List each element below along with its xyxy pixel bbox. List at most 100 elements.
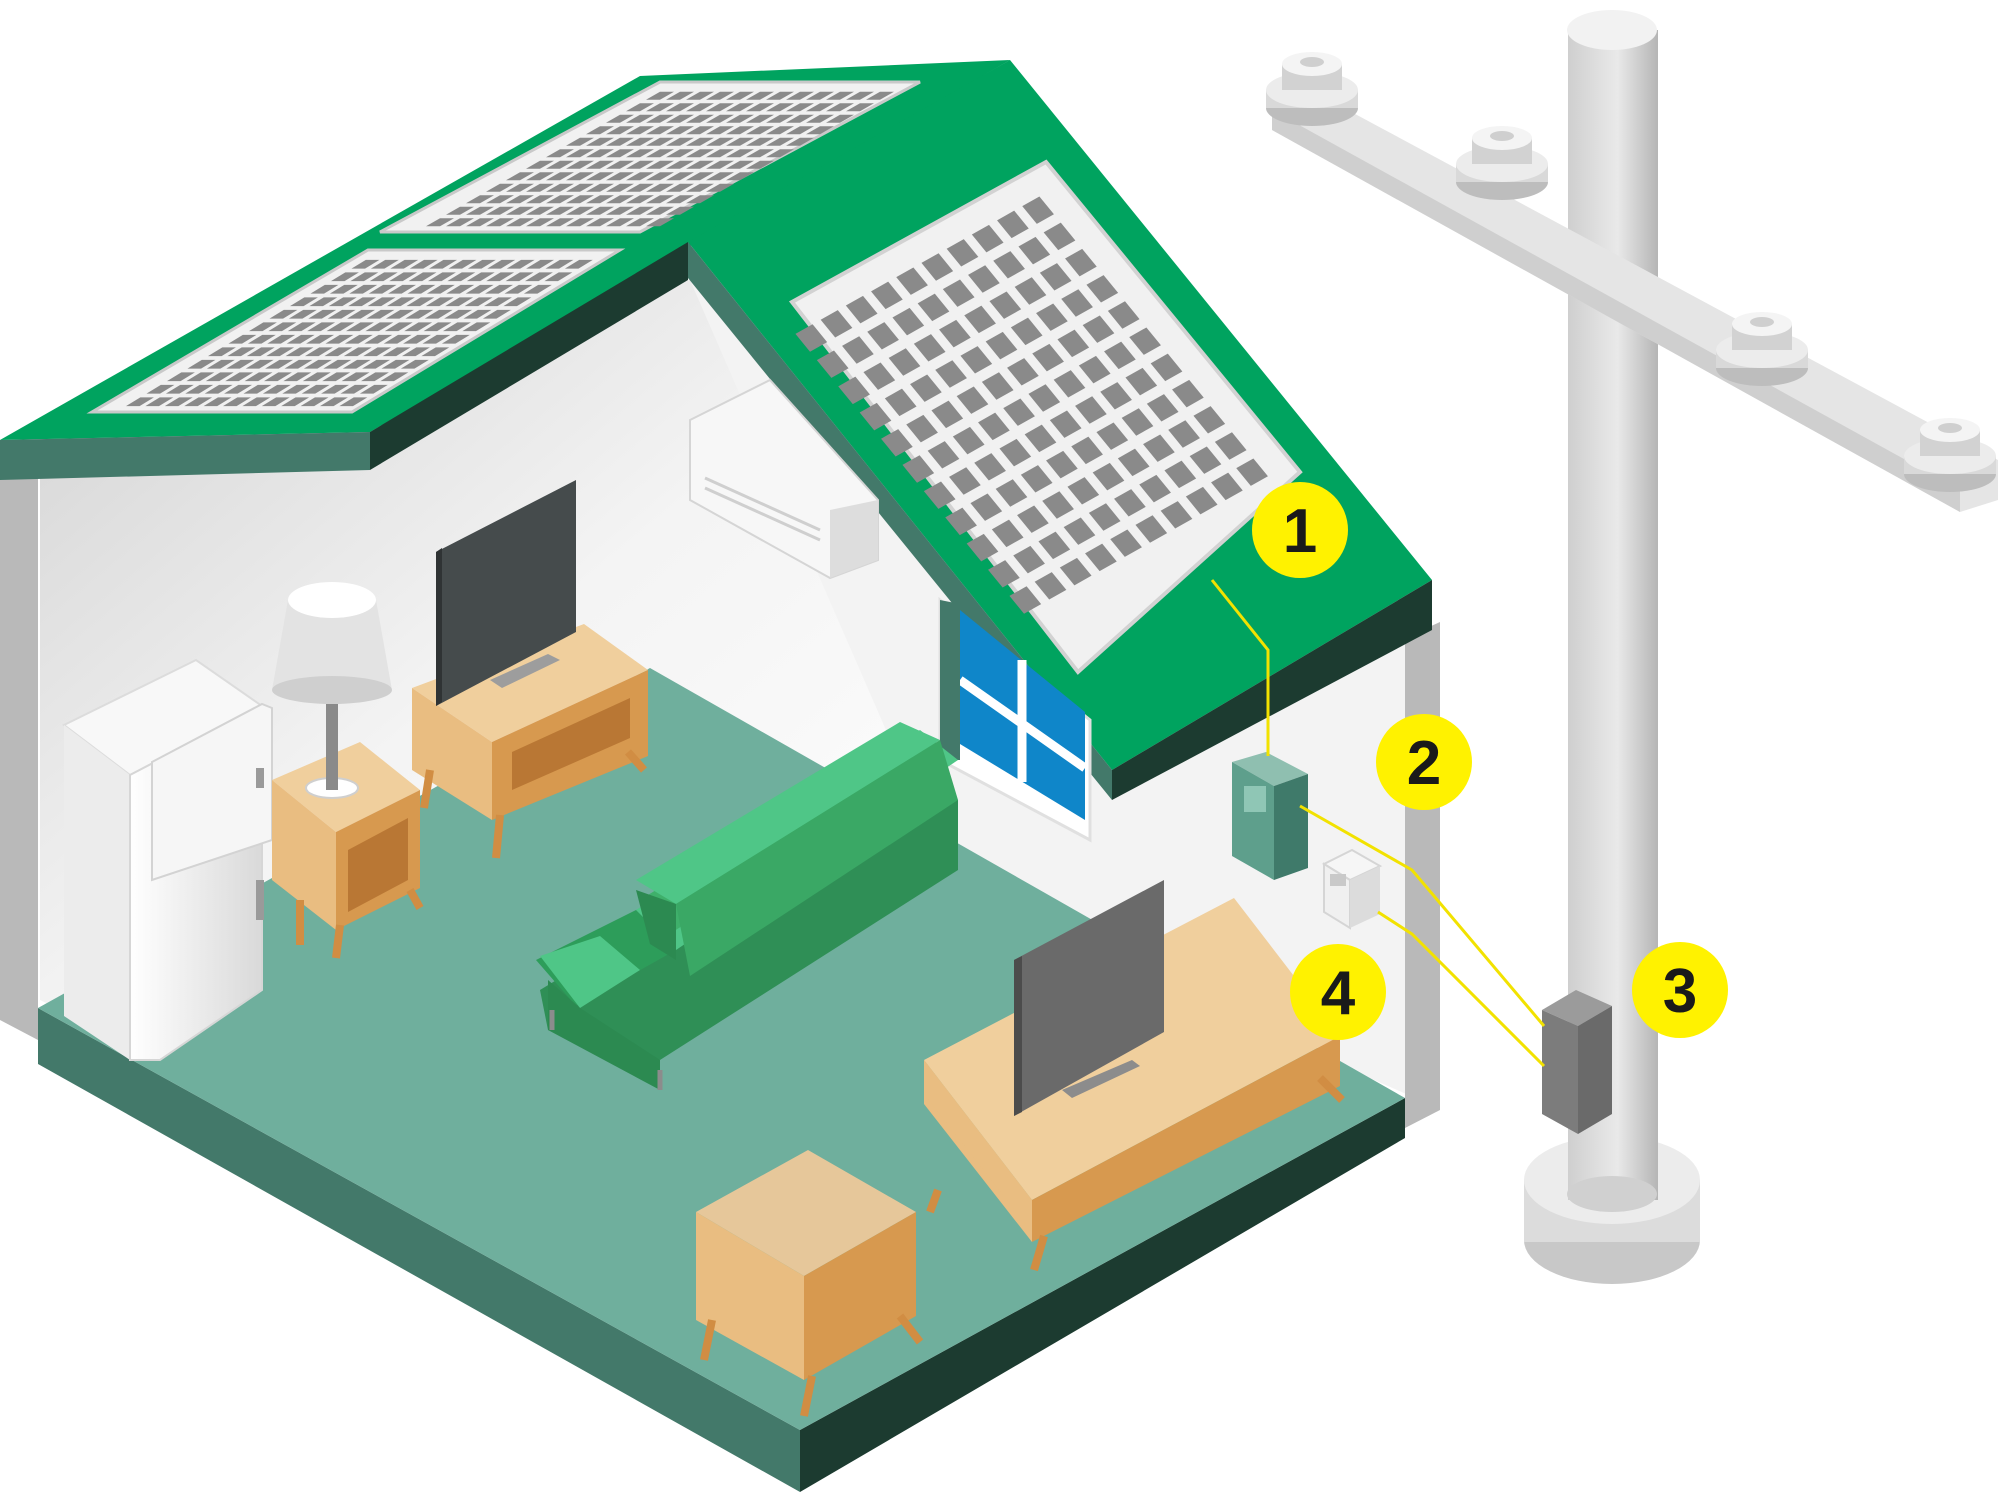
solar-cell (970, 493, 1003, 521)
solar-cell (368, 284, 397, 294)
solar-cell (203, 397, 232, 407)
solar-cell (424, 309, 453, 319)
solar-cell (1075, 396, 1107, 424)
solar-cell (1034, 572, 1067, 600)
solar-panel-cells-left (125, 91, 894, 407)
solar-cell (1107, 301, 1140, 329)
solar-cell (282, 384, 311, 394)
solar-cell (486, 206, 514, 215)
solar-cell (726, 160, 754, 169)
solar-cell (441, 334, 470, 344)
solar-cell (363, 347, 392, 357)
solar-cell (467, 259, 496, 269)
solar-cell (243, 384, 272, 394)
solar-cell (268, 322, 297, 332)
solar-cell (646, 183, 674, 192)
solar-cell (384, 322, 413, 332)
insulator (1456, 126, 1548, 200)
solar-cell (949, 467, 981, 495)
solar-cell (526, 183, 554, 192)
solar-cell (626, 103, 654, 112)
solar-cell (746, 137, 774, 146)
solar-cell (686, 149, 714, 158)
solar-cell (806, 103, 834, 112)
solar-cell (566, 160, 594, 169)
solar-cell (786, 137, 814, 146)
solar-cell (505, 272, 534, 282)
solar-cell (766, 137, 794, 146)
solar-cell (446, 206, 474, 215)
solar-cell (546, 206, 574, 215)
solar-cell (319, 397, 348, 407)
solar-cell (383, 334, 412, 344)
solar-cell (546, 183, 574, 192)
solar-cell (971, 224, 1004, 253)
solar-cell (1150, 353, 1183, 382)
solar-cell (466, 195, 494, 204)
solar-cell (187, 359, 216, 369)
solar-cell (859, 402, 892, 431)
solar-cell (1082, 315, 1115, 343)
solar-cell (486, 195, 514, 204)
wire-inverter-to-pole (1299, 804, 1546, 1027)
insulator (1904, 418, 1996, 492)
solar-cell (462, 322, 491, 332)
solar-cell (1117, 448, 1150, 477)
callout-2: 2 (1376, 714, 1472, 810)
solar-cell (262, 384, 291, 394)
solar-cell (902, 455, 935, 483)
solar-cell (726, 114, 754, 123)
solar-cell (322, 372, 351, 382)
solar-cell (666, 91, 694, 100)
sofa (536, 722, 958, 1090)
solar-cell (407, 284, 436, 294)
solar-cell (204, 384, 233, 394)
solar-cell (960, 346, 993, 374)
solar-cell (351, 259, 380, 269)
solar-cell (991, 519, 1024, 548)
solar-cell (666, 160, 694, 169)
solar-cell (686, 126, 714, 135)
solar-cell (1053, 370, 1086, 398)
solar-cell (466, 206, 494, 215)
solar-cell (746, 126, 774, 135)
solar-cell (786, 126, 814, 135)
solar-cell (267, 334, 296, 344)
solar-cell (370, 259, 399, 269)
solar-cell (385, 309, 414, 319)
solar-cell (1100, 382, 1132, 410)
solar-cell (666, 149, 694, 158)
window (938, 596, 1092, 843)
solar-cell (1042, 491, 1074, 519)
pole-junction-box (1542, 990, 1612, 1134)
solar-cell (706, 103, 734, 112)
solar-cell (626, 183, 654, 192)
solar-cell (626, 218, 654, 227)
solar-cell (184, 397, 213, 407)
solar-cell (408, 272, 437, 282)
solar-cell (544, 272, 573, 282)
solar-cell (706, 91, 734, 100)
solar-cell (263, 372, 292, 382)
solar-cell (228, 334, 257, 344)
solar-cell (1013, 545, 1045, 574)
solar-cell (380, 372, 409, 382)
solar-cell (1017, 505, 1049, 533)
solar-cell (766, 126, 794, 135)
solar-cell (327, 309, 356, 319)
callout-1: 1 (1252, 482, 1348, 578)
solar-cell (942, 279, 975, 307)
solar-cell (1211, 472, 1243, 501)
solar-cell (666, 126, 694, 135)
solar-cell (686, 183, 714, 192)
solar-cell (265, 359, 294, 369)
solar-cell (871, 281, 903, 310)
solar-cell (826, 114, 854, 123)
solar-cell (838, 376, 870, 405)
solar-cell (586, 195, 614, 204)
solar-cell (888, 348, 921, 376)
solar-cell (867, 322, 899, 350)
solar-cell (945, 507, 977, 536)
solar-cell (988, 560, 1020, 588)
solar-cell (388, 284, 417, 294)
